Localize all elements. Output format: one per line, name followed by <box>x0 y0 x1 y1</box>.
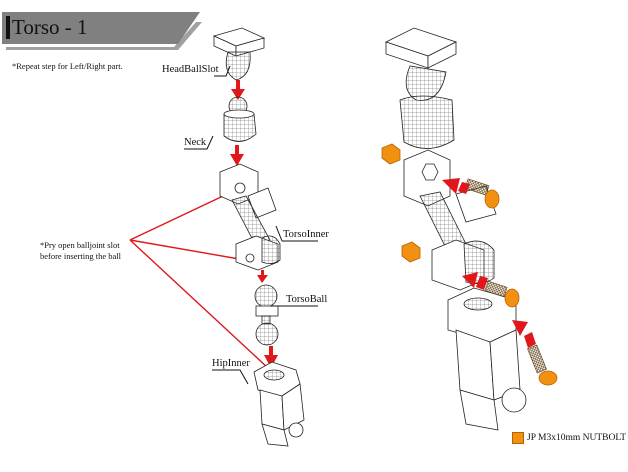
torso-ball-part <box>254 284 279 346</box>
arrow-down-1 <box>231 80 245 100</box>
label-head-ball-slot: HeadBallSlot <box>162 64 219 75</box>
nut-lower <box>401 241 421 263</box>
label-torso-inner: TorsoInner <box>283 229 329 240</box>
insert-arrow-upper <box>442 178 470 194</box>
label-torso-ball: TorsoBall <box>286 294 328 305</box>
label-leaders <box>184 65 318 385</box>
torso-inner-part <box>235 235 281 271</box>
page-title: Torso - 1 <box>12 15 88 39</box>
legend-label: JP M3x10mm NUTBOLT <box>527 433 627 443</box>
arrow-down-3 <box>257 270 268 283</box>
repeat-note: *Repeat step for Left/Right part. <box>12 61 123 71</box>
label-neck: Neck <box>184 137 207 148</box>
hip-inner-part <box>253 361 305 447</box>
insert-arrow-middle <box>462 272 488 290</box>
insert-arrow-lower <box>512 320 536 348</box>
bolt-upper <box>464 178 500 209</box>
arrow-down-4 <box>264 346 278 368</box>
banner-shadow <box>6 22 202 50</box>
neck-part <box>223 109 257 142</box>
pry-note-line2: before inserting the ball <box>40 251 121 261</box>
label-hip-inner: HipInner <box>212 358 250 369</box>
legend-swatch-nutbolt <box>512 432 524 444</box>
head-ball-slot-part <box>212 27 266 81</box>
banner-body <box>2 12 200 44</box>
right-assembly <box>384 27 527 431</box>
arrow-down-2 <box>230 145 244 166</box>
bolt-middle <box>484 280 520 308</box>
title-banner <box>2 12 202 50</box>
bolt-lower <box>527 344 558 386</box>
legend: JP M3x10mm NUTBOLT <box>512 432 626 444</box>
banner-accent-bar <box>6 16 10 39</box>
torso-upper-part <box>219 163 277 247</box>
pry-note-line1: *Pry open balljoint slot <box>40 240 120 250</box>
nut-upper <box>381 143 401 165</box>
